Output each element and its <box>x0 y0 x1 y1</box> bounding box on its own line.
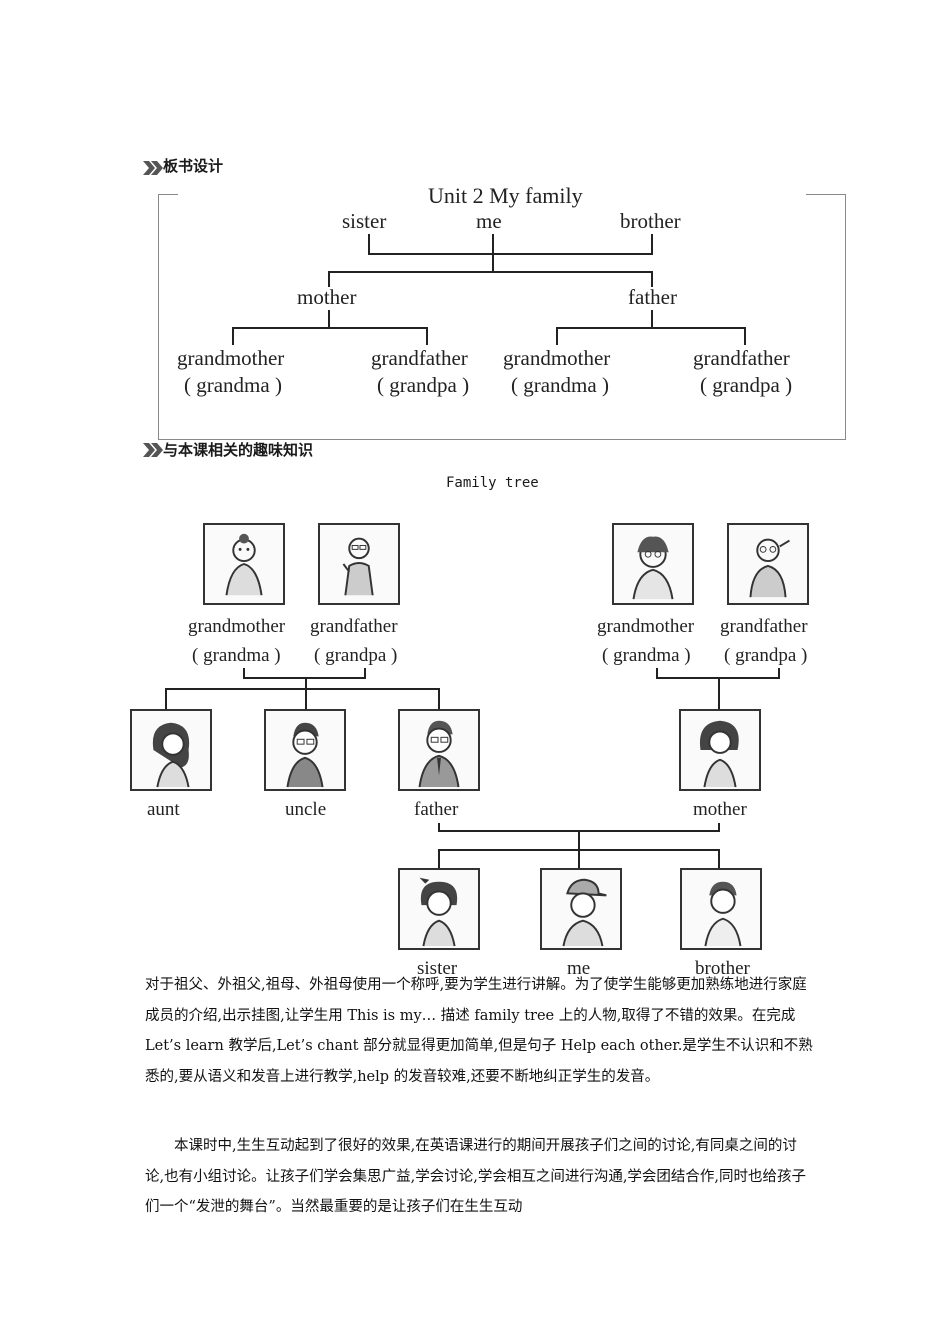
me-portrait <box>540 868 622 950</box>
tree-connector <box>718 849 720 868</box>
board-connector <box>328 271 330 287</box>
board-connector <box>368 234 370 254</box>
board-frame-top-right <box>806 194 845 195</box>
board-frame <box>158 194 846 440</box>
board-connector <box>232 327 234 345</box>
grandfather-portrait <box>727 523 809 605</box>
father-portrait <box>398 709 480 791</box>
family-tree-caption: Family tree <box>446 475 539 491</box>
tree-connector <box>438 849 440 868</box>
ft-grandma-right: ( grandma ) <box>602 645 691 666</box>
fun-section-title: 与本课相关的趣味知识 <box>163 441 314 459</box>
board-connector <box>328 310 330 328</box>
uncle-portrait <box>264 709 346 791</box>
tree-connector <box>578 849 580 868</box>
sister-portrait <box>398 868 480 950</box>
board-grandma-1: ( grandma ) <box>184 373 282 397</box>
ft-aunt: aunt <box>147 799 180 820</box>
board-grandfather-2: grandfather <box>693 346 790 370</box>
ft-father: father <box>414 799 459 820</box>
board-me: me <box>476 209 502 233</box>
board-grandma-2: ( grandma ) <box>511 373 609 397</box>
tree-connector <box>364 668 366 678</box>
ft-brother: brother <box>695 958 750 976</box>
board-grandmother-2: grandmother <box>503 346 611 370</box>
ft-mother: mother <box>693 799 747 820</box>
board-mother: mother <box>297 285 357 309</box>
reflection-paragraph-2: 本课时中,生生互动起到了很好的效果,在英语课进行的期间开展孩子们之间的讨论,有同… <box>145 1138 807 1215</box>
tree-connector <box>438 823 440 831</box>
tree-connector <box>243 668 245 678</box>
board-title: Unit 2 My family <box>428 183 583 208</box>
grandfather-portrait <box>318 523 400 605</box>
board-connector <box>556 327 558 345</box>
tree-connector <box>305 688 307 709</box>
ft-grandmother-right: grandmother <box>597 616 695 637</box>
board-connector <box>556 327 746 329</box>
tree-connector <box>165 688 167 709</box>
board-father: father <box>628 285 677 309</box>
board-grandpa-1: ( grandpa ) <box>377 373 470 397</box>
tree-connector <box>718 823 720 831</box>
double-chevron-icon <box>143 442 163 457</box>
board-connector <box>426 327 428 345</box>
board-section-heading: 板书设计 <box>143 155 223 176</box>
tree-connector <box>718 677 720 709</box>
brother-portrait <box>680 868 762 950</box>
board-connector <box>232 327 428 329</box>
board-grandfather-1: grandfather <box>371 346 468 370</box>
ft-grandfather-right: grandfather <box>720 616 808 637</box>
board-section-title: 板书设计 <box>163 157 224 175</box>
grandmother-portrait <box>612 523 694 605</box>
ft-sister: sister <box>417 958 458 976</box>
board-sister: sister <box>342 209 387 233</box>
board-brother: brother <box>620 209 681 233</box>
double-chevron-icon <box>143 160 163 175</box>
tree-connector <box>778 668 780 678</box>
board-grandmother-1: grandmother <box>177 346 285 370</box>
tree-connector <box>243 677 366 679</box>
board-grandpa-2: ( grandpa ) <box>700 373 793 397</box>
board-connector <box>651 234 653 254</box>
tree-connector <box>438 688 440 709</box>
board-connector <box>744 327 746 345</box>
board-connector <box>651 310 653 328</box>
fun-section-heading: 与本课相关的趣味知识 <box>143 439 313 460</box>
tree-connector <box>656 668 658 678</box>
tree-connector <box>305 677 307 689</box>
ft-grandpa-right: ( grandpa ) <box>724 645 808 666</box>
grandmother-portrait <box>203 523 285 605</box>
board-connector <box>651 271 653 287</box>
tree-connector <box>578 830 580 850</box>
ft-grandma-left: ( grandma ) <box>192 645 281 666</box>
reflection-paragraph-1: 对于祖父、外祖父,祖母、外祖母使用一个称呼,要为学生进行讲解。为了使学生能够更加… <box>145 977 813 1085</box>
ft-me: me <box>567 958 591 976</box>
mother-portrait <box>679 709 761 791</box>
ft-grandfather-left: grandfather <box>310 616 398 637</box>
board-frame-top-left <box>158 194 178 195</box>
ft-uncle: uncle <box>285 799 327 820</box>
tree-connector <box>165 688 440 690</box>
board-connector <box>368 253 653 255</box>
board-connector <box>328 271 653 273</box>
ft-grandpa-left: ( grandpa ) <box>314 645 398 666</box>
aunt-portrait <box>130 709 212 791</box>
ft-grandmother-left: grandmother <box>188 616 286 637</box>
